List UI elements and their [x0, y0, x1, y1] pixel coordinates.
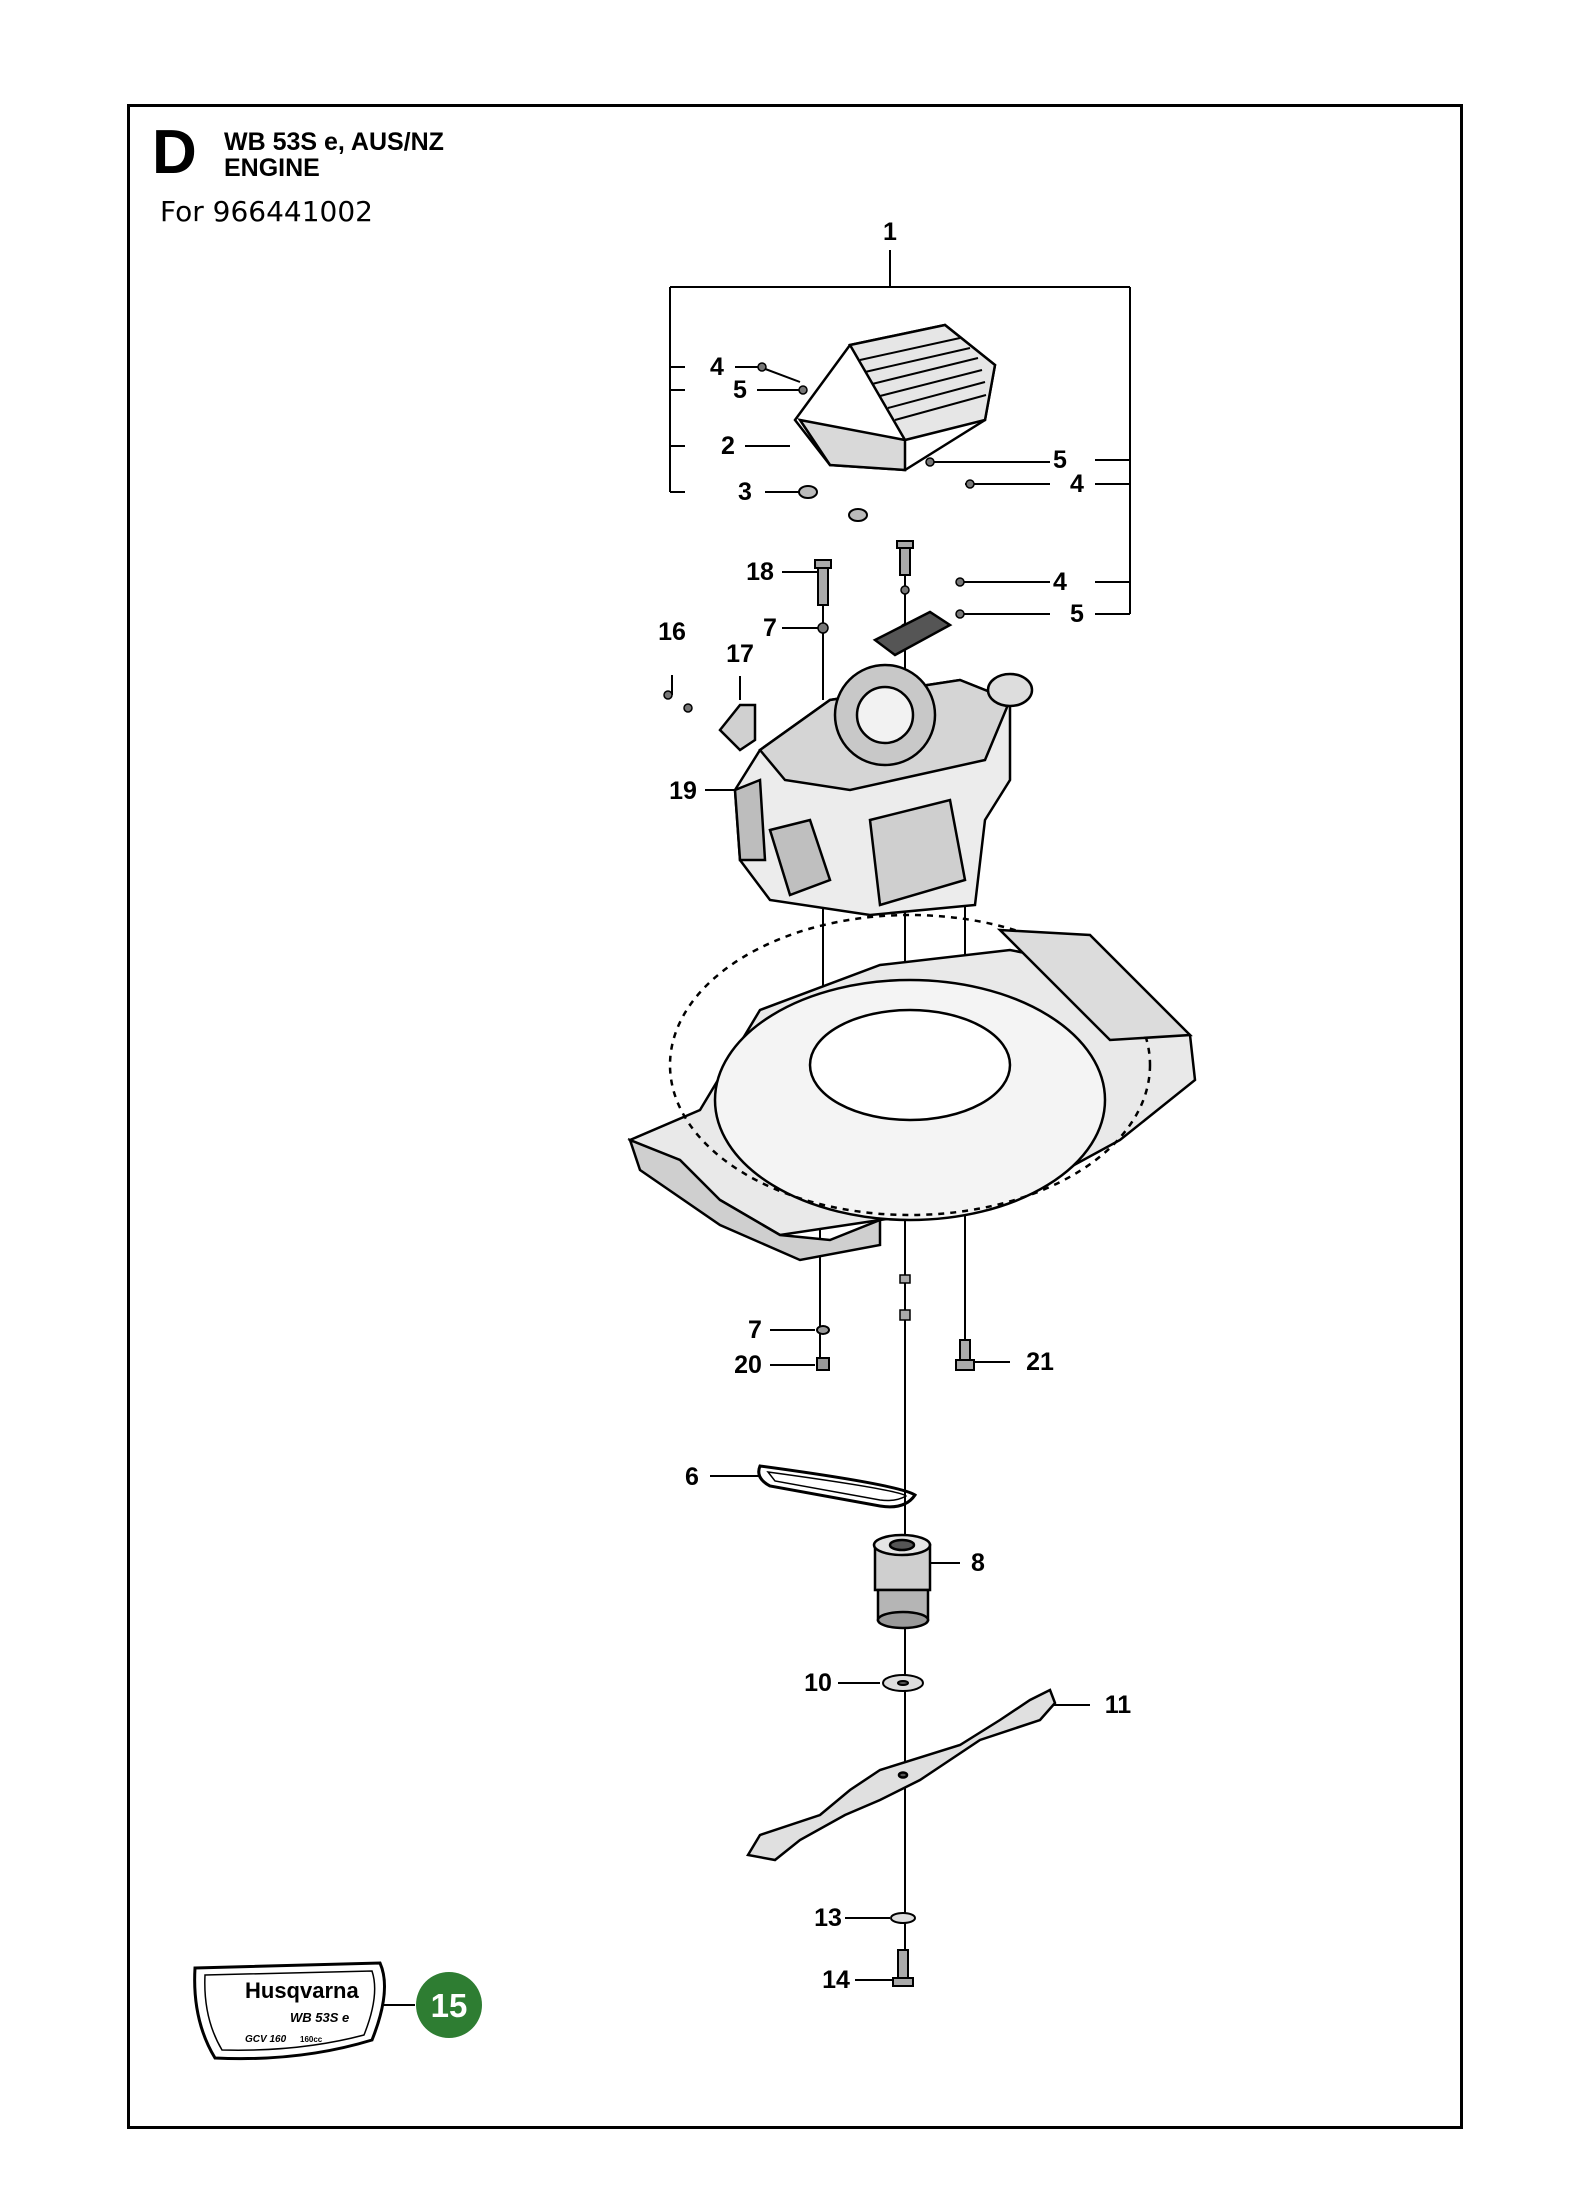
callout-4-top-right: 4: [1070, 470, 1084, 498]
callout-18: 18: [746, 558, 774, 586]
page-frame: [127, 104, 1463, 2129]
v-belt: [757, 1464, 918, 1509]
callout-2: 2: [721, 432, 735, 460]
bolt-top: [896, 540, 914, 576]
decal-brand: Husqvarna: [245, 1978, 359, 2003]
callout-19: 19: [669, 777, 697, 805]
husqvarna-decal: [193, 1961, 386, 2061]
bolt-14: [892, 1949, 914, 1987]
bolt-21: [955, 1339, 975, 1371]
callout-4-mid: 4: [1053, 568, 1067, 596]
callout-8: 8: [971, 1549, 985, 1577]
callout-5-top-left: 5: [733, 376, 747, 404]
callout-5-mid: 5: [1070, 600, 1084, 628]
model-title: WB 53S e, AUS/NZ: [224, 128, 444, 156]
callout-13: 13: [814, 1904, 842, 1932]
callout-20: 20: [734, 1351, 762, 1379]
decal-engine: GCV 160: [245, 2034, 287, 2045]
callout-labels: 1 2 3 4 5 5 4 4 5 18 7 16 17 19 7 20 21 …: [658, 218, 1131, 1994]
callout-7-bottom: 7: [748, 1316, 762, 1344]
section-title: ENGINE: [224, 154, 320, 182]
callout-14: 14: [822, 1966, 850, 1994]
engine-top-cover: [793, 323, 997, 472]
cutting-blade: [746, 1688, 1057, 1862]
mower-deck: [627, 913, 1197, 1262]
crank-washers: [899, 1274, 911, 1321]
nut-20: [816, 1325, 830, 1371]
callout-11: 11: [1105, 1691, 1132, 1719]
callout-4-top-left: 4: [710, 353, 724, 381]
callout-1: 1: [883, 218, 897, 246]
callout-16: 16: [658, 618, 686, 646]
bolt-18: [814, 559, 832, 606]
section-letter: D: [152, 118, 197, 187]
page-badge: 15: [382, 1972, 482, 2038]
callout-6: 6: [685, 1463, 699, 1491]
callout-21: 21: [1026, 1348, 1054, 1376]
washer-10: [882, 1674, 924, 1692]
page-number: 15: [431, 1987, 468, 2024]
callout-5-top-right: 5: [1053, 446, 1067, 474]
bracket-17: [718, 703, 757, 752]
blade-adapter: [872, 1533, 932, 1630]
callout-10: 10: [804, 1669, 832, 1697]
cover-nut-left: [798, 485, 818, 499]
washer-13: [890, 1912, 916, 1924]
decal-fine-print: 160cc: [300, 2035, 323, 2044]
callout-17: 17: [726, 640, 754, 668]
cover-nut-right: [848, 508, 868, 522]
callout-3: 3: [738, 478, 752, 506]
part-number-label: For 966441002: [160, 195, 373, 228]
decal-model: WB 53S e: [290, 2010, 349, 2025]
engine-body: [733, 610, 1034, 917]
callout-7-top: 7: [763, 614, 777, 642]
